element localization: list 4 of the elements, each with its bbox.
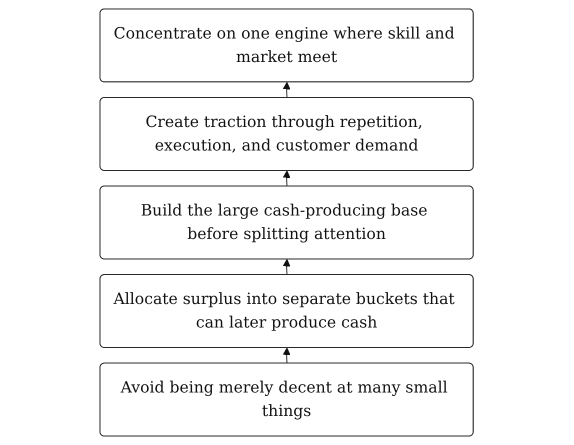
arrow bbox=[283, 170, 291, 187]
arrow bbox=[283, 348, 291, 364]
arrow bbox=[283, 82, 291, 98]
arrow bbox=[283, 259, 291, 276]
